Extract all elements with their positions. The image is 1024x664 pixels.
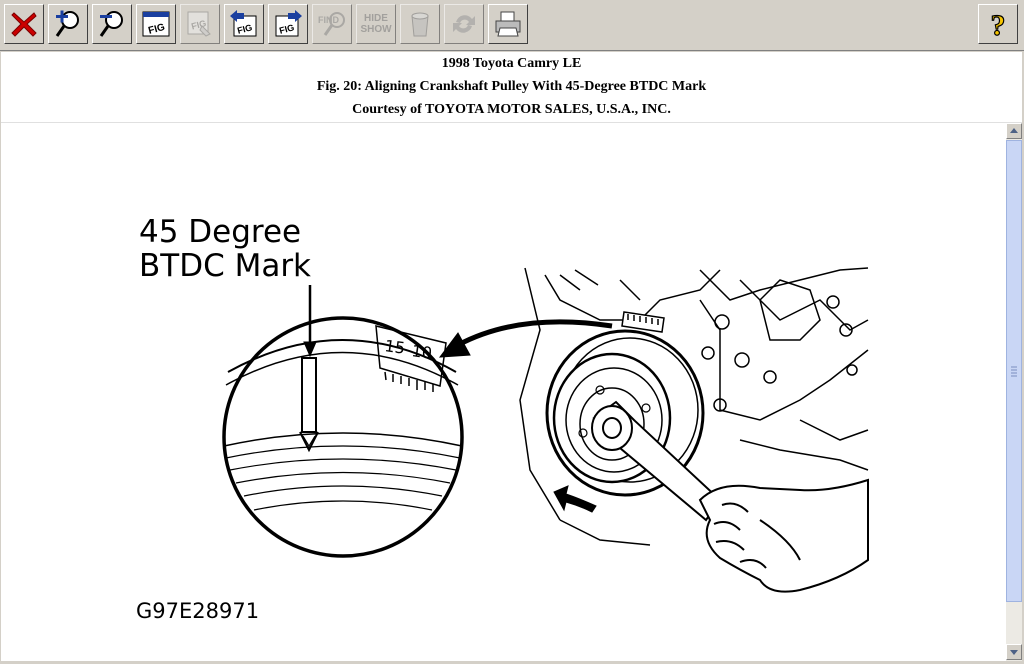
- scroll-up-arrow-icon: [1010, 128, 1018, 133]
- magnifier-plus-icon: [55, 10, 79, 37]
- close-button[interactable]: [4, 4, 44, 44]
- courtesy-line: Courtesy of TOYOTA MOTOR SALES, U.S.A., …: [352, 102, 671, 117]
- vehicle-title: 1998 Toyota Camry LE: [441, 56, 582, 71]
- show-label: SHOW: [360, 24, 392, 35]
- fig-hand-icon: FIG: [187, 11, 211, 37]
- hand: [698, 478, 869, 593]
- scroll-down-arrow-icon: [1010, 650, 1018, 655]
- figure-button[interactable]: FIG: [136, 4, 176, 44]
- print-button[interactable]: [488, 4, 528, 44]
- previous-figure-button[interactable]: FIG: [224, 4, 264, 44]
- refresh-icon: [453, 15, 475, 33]
- scroll-up-button[interactable]: [1006, 123, 1022, 139]
- figure-hand-button[interactable]: FIG: [180, 4, 220, 44]
- scale-15-text: 15: [383, 336, 406, 358]
- find-button[interactable]: FIND: [312, 4, 352, 44]
- vertical-scrollbar[interactable]: [1006, 123, 1022, 661]
- detail-circle: [222, 285, 464, 558]
- figure-title: Fig. 20: Aligning Crankshaft Pulley With…: [316, 79, 707, 94]
- grip-icon: [1011, 366, 1017, 377]
- question-icon: ?: [990, 8, 1006, 40]
- magnifier-minus-icon: [99, 11, 123, 37]
- bucket-icon: [411, 12, 429, 37]
- figure-area: 15 10: [1, 123, 1006, 661]
- crankshaft-pulley-illustration: 15 10: [136, 214, 869, 623]
- fig-icon-text: FIG: [147, 22, 166, 37]
- red-x-icon: [11, 12, 37, 37]
- printer-icon: [495, 11, 521, 37]
- toolbar: FIG FIG FIG FIG FIND HIDE SH: [0, 0, 1024, 51]
- figure-header: 1998 Toyota Camry LE Fig. 20: Aligning C…: [1, 52, 1022, 123]
- btdc-label-line2: BTDC Mark: [139, 248, 311, 284]
- rotation-arrow: [553, 485, 597, 513]
- figure-id: G97E28971: [136, 599, 259, 623]
- help-button[interactable]: ?: [978, 4, 1018, 44]
- timing-plate: [621, 311, 665, 333]
- btdc-label-line1: 45 Degree: [139, 214, 301, 250]
- zoom-in-button[interactable]: [48, 4, 88, 44]
- scroll-down-button[interactable]: [1006, 644, 1022, 660]
- window-frame-right: [1022, 52, 1024, 663]
- zoom-out-button[interactable]: [92, 4, 132, 44]
- help-glyph: ?: [991, 9, 1006, 40]
- scroll-thumb[interactable]: [1006, 140, 1022, 602]
- curved-arrow: [438, 319, 613, 358]
- hide-label: HIDE: [364, 13, 388, 24]
- bucket-button[interactable]: [400, 4, 440, 44]
- fig-icon: FIG: [142, 11, 170, 37]
- find-icon: FIND: [318, 12, 345, 36]
- engine-outline: [519, 267, 869, 546]
- fig-forward-icon: FIG: [275, 10, 302, 37]
- hide-show-button[interactable]: HIDE SHOW: [356, 4, 396, 44]
- find-icon-text: FIND: [318, 15, 339, 25]
- next-figure-button[interactable]: FIG: [268, 4, 308, 44]
- fig-forward-icon-text: FIG: [278, 22, 295, 36]
- refresh-button[interactable]: [444, 4, 484, 44]
- fig-back-icon: FIG: [230, 10, 257, 37]
- scale-10-text: 10: [410, 341, 433, 363]
- fig-back-icon-text: FIG: [236, 22, 253, 36]
